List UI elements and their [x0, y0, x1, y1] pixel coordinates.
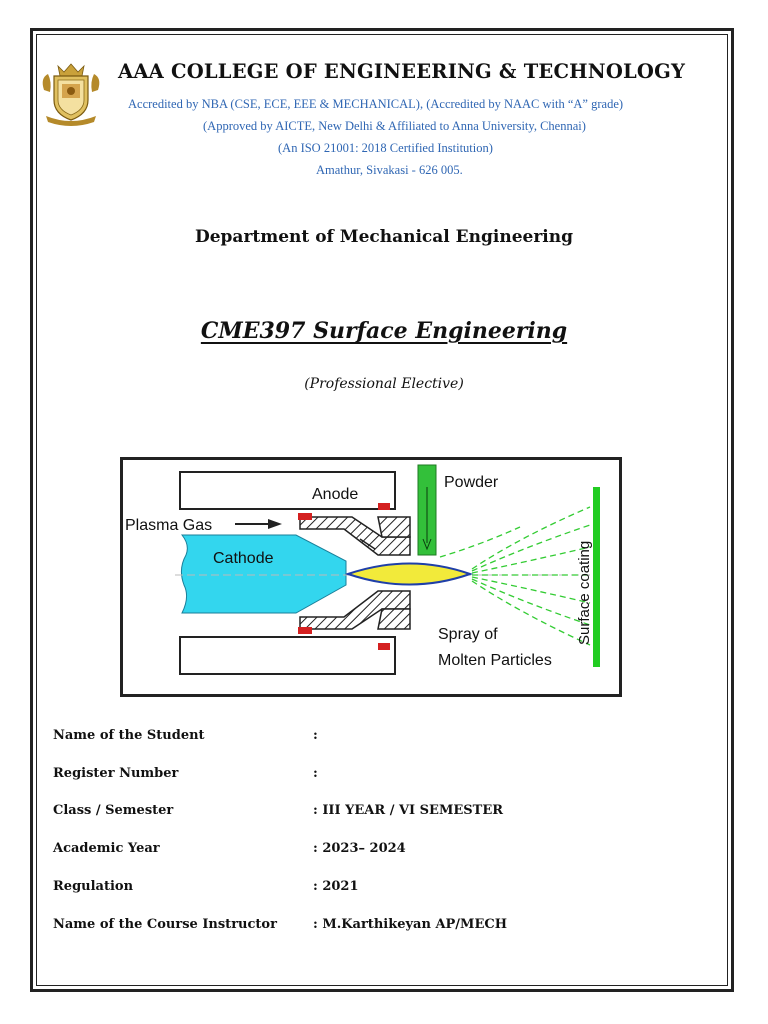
iso-line: (An ISO 21001: 2018 Certified Institutio…: [278, 141, 493, 155]
label-plasma-gas: Plasma Gas: [125, 517, 212, 534]
info-label: Name of the Course Instructor: [53, 917, 277, 932]
anode-upper: [299, 516, 411, 556]
college-name: AAA COLLEGE OF ENGINEERING & TECHNOLOGY: [118, 60, 686, 83]
info-label: Class / Semester: [53, 803, 174, 818]
label-spray: Spray of: [438, 626, 498, 643]
info-row-register-number: Register Number :: [53, 766, 733, 786]
page-border-inner: [36, 34, 728, 986]
info-value: : III YEAR / VI SEMESTER: [313, 803, 504, 818]
lower-housing: [179, 636, 396, 675]
info-value: : 2023– 2024: [313, 841, 406, 856]
approval-line: (Approved by AICTE, New Delhi & Affiliat…: [203, 119, 586, 133]
label-surface-coating: Surface coating: [576, 541, 593, 645]
course-title-text: CME397 Surface Engineering: [200, 318, 568, 344]
department-title: Department of Mechanical Engineering: [194, 227, 573, 247]
seal-markers: [298, 503, 390, 650]
label-powder: Powder: [444, 474, 499, 491]
accreditation-line: Accredited by NBA (CSE, ECE, EEE & MECHA…: [128, 97, 624, 111]
upper-housing: [179, 471, 396, 510]
info-label: Regulation: [53, 879, 134, 894]
info-value: : M.Karthikeyan AP/MECH: [313, 917, 507, 932]
label-anode: Anode: [312, 486, 358, 503]
info-row-regulation: Regulation : 2021: [53, 879, 733, 899]
info-value: :: [313, 728, 318, 743]
plasma-spray-diagram: Plasma Gas Cathode Anode Powder Spray of…: [120, 457, 622, 697]
info-value: : 2021: [313, 879, 359, 894]
course-type: (Professional Elective): [304, 376, 464, 392]
course-title: CME397 Surface Engineering: [0, 318, 768, 344]
info-row-course-instructor: Name of the Course Instructor : M.Karthi…: [53, 917, 733, 937]
spray-streams: [439, 506, 591, 646]
info-value: :: [313, 766, 318, 781]
plasma-flame: [344, 562, 474, 586]
anode-lower: [299, 590, 411, 630]
info-row-student-name: Name of the Student :: [53, 728, 733, 748]
info-row-class-semester: Class / Semester : III YEAR / VI SEMESTE…: [53, 803, 733, 823]
cathode-body: [180, 534, 347, 614]
label-cathode: Cathode: [213, 550, 274, 567]
info-row-academic-year: Academic Year : 2023– 2024: [53, 841, 733, 861]
label-molten-particles: Molten Particles: [438, 652, 552, 669]
surface-coating-layer: [593, 487, 600, 667]
info-label: Name of the Student: [53, 728, 205, 743]
info-label: Academic Year: [53, 841, 160, 856]
page-border-outer: [30, 28, 734, 992]
info-label: Register Number: [53, 766, 179, 781]
address-line: Amathur, Sivakasi - 626 005.: [316, 163, 463, 177]
college-crest-icon: [42, 63, 100, 126]
